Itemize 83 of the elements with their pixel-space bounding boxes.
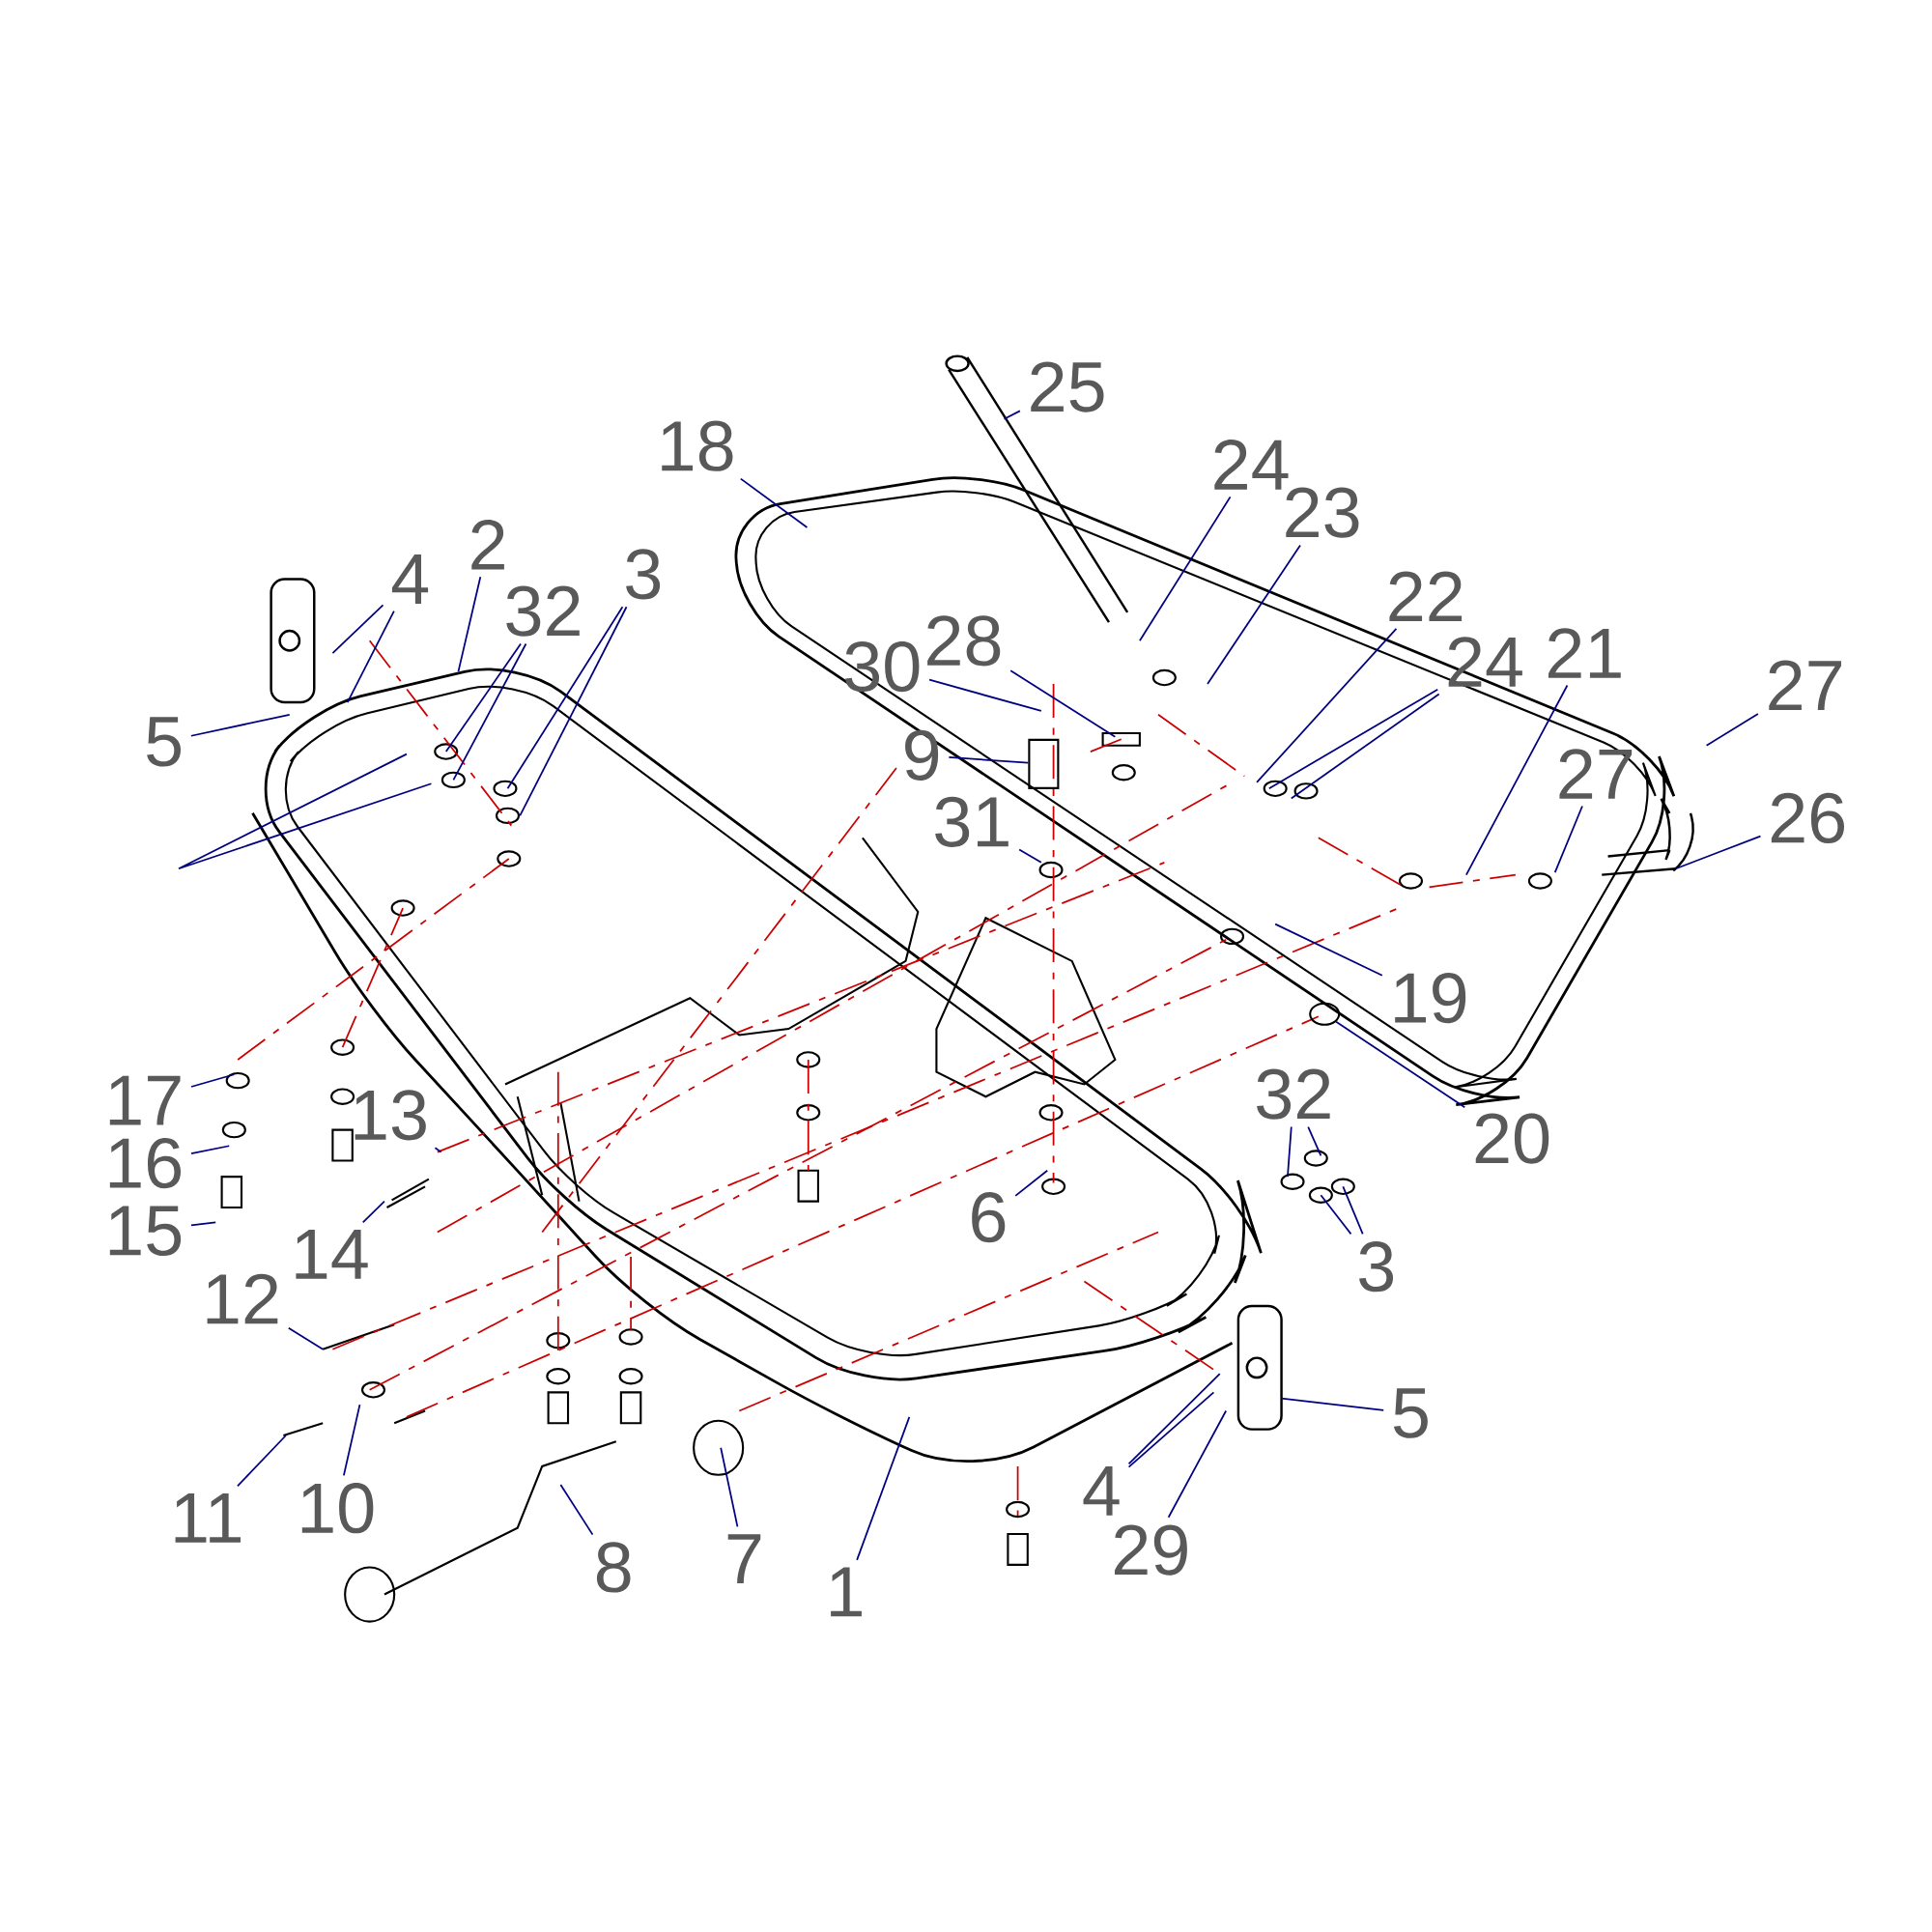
bracket [1028, 738, 1060, 789]
callout-number: 1 [831, 1567, 862, 1617]
leader-line [1280, 1397, 1385, 1411]
leader-line [1674, 835, 1762, 870]
leader-line [1705, 713, 1759, 747]
callout-number: 4 [1083, 1466, 1120, 1516]
callout-number: 8 [596, 1542, 631, 1593]
callout-number: 27 [1559, 749, 1633, 799]
callout-number: 12 [207, 1273, 278, 1324]
callout-number: 28 [927, 615, 1001, 667]
callout-number: 2 [471, 520, 504, 570]
leader-line [1018, 848, 1042, 864]
callout-number: 22 [1389, 571, 1463, 622]
leader-line [1014, 1169, 1049, 1197]
leader-line [346, 610, 395, 703]
leader-line [739, 477, 809, 528]
callout-number: 5 [1393, 1388, 1428, 1438]
leader-line [1320, 1194, 1352, 1236]
callout-number: 32 [1257, 1068, 1330, 1120]
leader-line [190, 713, 291, 737]
leader-line [452, 642, 527, 781]
leader-line [948, 756, 1030, 764]
leader-line [720, 1446, 739, 1528]
callout-number: 17 [109, 1075, 181, 1125]
leader-line [559, 1484, 594, 1536]
leader-line [1307, 1125, 1322, 1157]
leader-line [434, 1147, 442, 1153]
callout-number: 21 [1548, 628, 1621, 678]
callout-number: 25 [1031, 361, 1104, 412]
leader-line [190, 1145, 231, 1155]
callout-number: 9 [905, 729, 939, 781]
callout-number: 10 [301, 1483, 374, 1534]
leader-line [190, 1221, 217, 1227]
callout-number: 24 [1448, 637, 1522, 687]
leader-line [361, 1200, 385, 1224]
callout-number: 18 [662, 420, 733, 471]
callout-number: 20 [1475, 1113, 1549, 1164]
callout-number: 13 [355, 1090, 426, 1141]
callout-number: 19 [1395, 973, 1466, 1024]
leader-line [1267, 688, 1439, 790]
callout-number: 31 [935, 796, 1009, 847]
leader-line [287, 1326, 325, 1350]
leader-line [928, 678, 1042, 712]
leader-line [1287, 1125, 1293, 1178]
leader-line [1009, 669, 1117, 738]
leader-line [506, 606, 624, 790]
callout-number: 6 [972, 1192, 1006, 1243]
leader-line [1003, 410, 1021, 420]
callout-number: 11 [175, 1493, 241, 1543]
callout-number: 3 [626, 549, 661, 600]
leader-line [1290, 693, 1440, 800]
callout-number: 4 [391, 554, 429, 604]
leader-line [237, 1435, 287, 1488]
leader-line [190, 1073, 236, 1088]
leader-line [1256, 627, 1398, 783]
leader-line [1127, 1391, 1215, 1468]
leader-line [1127, 1373, 1221, 1465]
leader-line [343, 1404, 361, 1477]
leader-line [1465, 684, 1569, 876]
leader-line [1335, 1020, 1466, 1109]
callout-number: 32 [506, 585, 580, 637]
callout-number: 16 [109, 1137, 182, 1189]
callout-number: 7 [727, 1534, 761, 1583]
leader-line [1553, 805, 1583, 873]
callout-number: 15 [109, 1206, 182, 1256]
callout-number: 30 [845, 640, 920, 693]
callout-number: 27 [1769, 660, 1841, 710]
leader-line [1342, 1185, 1364, 1236]
leader-line [1274, 923, 1383, 977]
callout-number: 14 [296, 1230, 368, 1279]
leader-line [1139, 496, 1232, 642]
leader-line [856, 1415, 911, 1561]
callout-number: 29 [1115, 1524, 1187, 1576]
spacer [1309, 1002, 1341, 1026]
callout-number: 5 [147, 717, 182, 767]
leader-line [519, 606, 628, 817]
callout-number: 3 [1359, 1241, 1394, 1293]
callout-number: 26 [1771, 792, 1844, 844]
leader-line [1207, 544, 1301, 685]
leader-line [1167, 1409, 1228, 1519]
leader-line [331, 604, 384, 654]
leader-line [444, 642, 522, 753]
leader-line [457, 576, 482, 673]
